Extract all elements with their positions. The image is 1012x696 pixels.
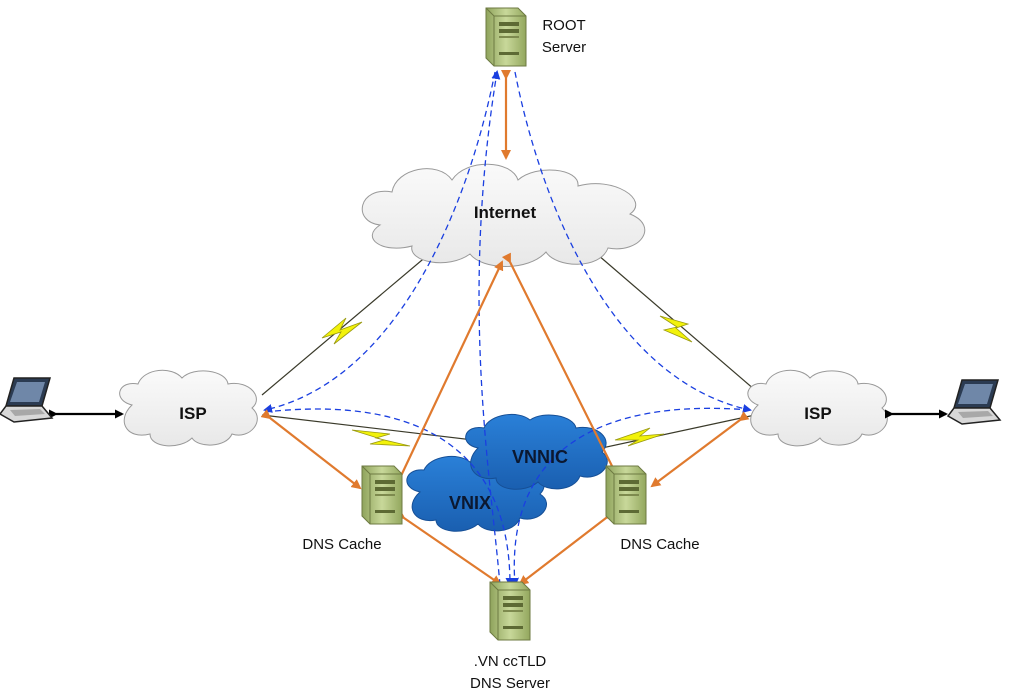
isp-left-cloud	[119, 369, 258, 447]
root-server-icon	[485, 7, 527, 67]
link-isp-left-internet	[261, 254, 429, 396]
lightning-icon	[351, 429, 411, 447]
vnix-label: VNIX	[449, 493, 491, 513]
lightning-icon	[321, 317, 363, 345]
laptop-left-icon	[0, 377, 53, 423]
cctld-label-line1: .VN ccTLD	[474, 653, 547, 670]
isp-right-cloud	[747, 369, 888, 447]
dns-cache-left-label: DNS Cache	[302, 536, 381, 553]
query-arrows	[260, 70, 750, 586]
cctld-label-line2: DNS Server	[470, 675, 550, 692]
dns-cache-right-server-icon	[605, 465, 647, 525]
cctld-server-icon	[489, 581, 531, 641]
internet-label: Internet	[474, 203, 537, 222]
root-server-label-line2: Server	[542, 39, 586, 56]
internet-cloud	[361, 163, 646, 267]
root-server-label-line1: ROOT	[542, 17, 585, 34]
isp-right-label: ISP	[804, 404, 831, 423]
dns-cache-right-label: DNS Cache	[620, 536, 699, 553]
vnnic-label: VNNIC	[512, 447, 568, 467]
isp-left-label: ISP	[179, 404, 206, 423]
lightning-icon	[659, 315, 693, 343]
dns-cache-left-server-icon	[361, 465, 403, 525]
laptop-right-icon	[947, 379, 1001, 425]
